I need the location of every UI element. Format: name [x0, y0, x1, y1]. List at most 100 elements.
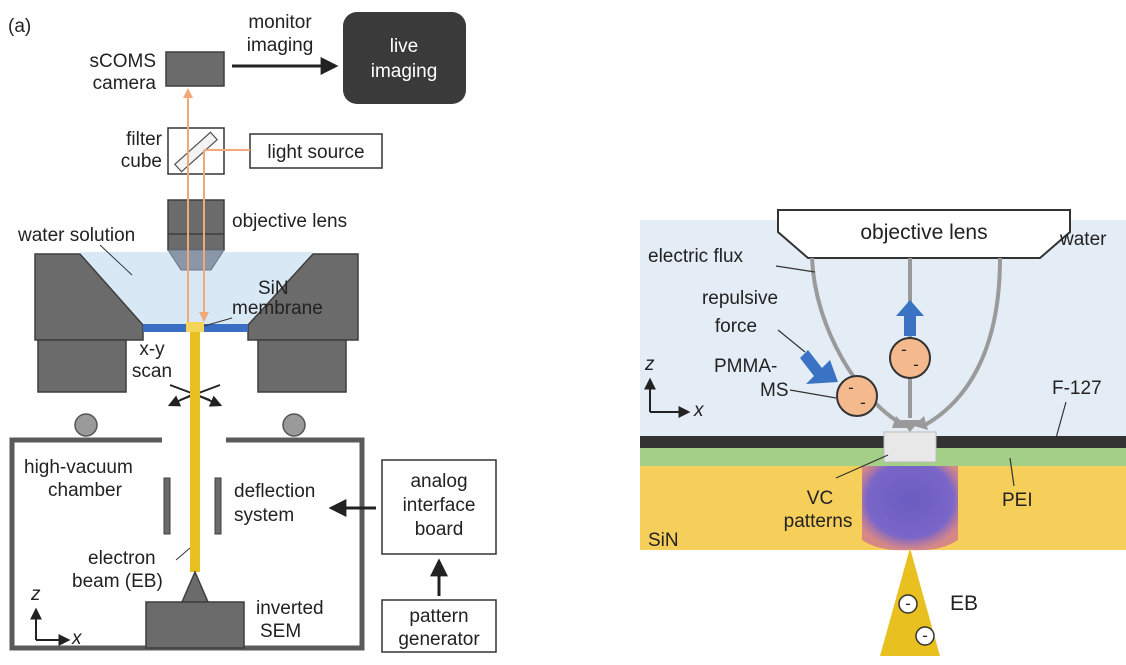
- electron-2-charge: -: [922, 626, 928, 645]
- analog-board-1: analog: [410, 471, 467, 492]
- electron-2: [915, 626, 935, 646]
- left-foot: [74, 413, 98, 437]
- vc-patterns-label-2: patterns: [784, 511, 853, 532]
- live-imaging-1: live: [390, 36, 419, 57]
- upward-force-arrow: [896, 300, 924, 336]
- electric-flux-pointer: [775, 265, 816, 273]
- pattern-generator-box: [381, 599, 497, 653]
- flux-arrowhead-left: [892, 416, 908, 428]
- electron-1: [898, 594, 918, 614]
- f127-label: F-127: [1052, 378, 1102, 399]
- electron-beam: [190, 332, 200, 572]
- eb-label: EB: [950, 592, 978, 615]
- repulsive-force-label-2: force: [715, 316, 757, 337]
- flux-arrowhead-right: [914, 416, 928, 430]
- vc-patterns-label-1: VC: [807, 488, 833, 509]
- particle-lower-charge-2: -: [860, 393, 866, 412]
- axis-x-label: x: [71, 628, 83, 649]
- water-solution: [80, 252, 313, 325]
- chamber-label-2: chamber: [48, 480, 123, 501]
- right-foot: [282, 413, 306, 437]
- repulsive-force-arrow: [800, 350, 838, 384]
- vc-patterns-pointer: [835, 454, 889, 479]
- panel-a-label: (a): [8, 16, 31, 37]
- electron-1-charge: -: [905, 594, 911, 613]
- monitor-label-1: monitor: [248, 12, 312, 33]
- axis-z-label-b: z: [644, 354, 655, 375]
- deflection-plate-right: [214, 477, 222, 535]
- particle-lower-charge-1: -: [848, 378, 854, 397]
- live-imaging-2: imaging: [371, 61, 438, 82]
- sin-membrane-label-2: membrane: [232, 298, 323, 319]
- repulsive-force-label-1: repulsive: [702, 288, 778, 309]
- particle-upper-charge-1: -: [901, 340, 907, 359]
- pmma-ms-label-1: PMMA-: [714, 356, 777, 377]
- particle-upper: [889, 337, 931, 379]
- sin-membrane-label-1: SiN: [258, 278, 289, 299]
- vc-patterns: [862, 466, 958, 551]
- water-solution-pointer: [99, 244, 133, 276]
- light-source-label: light source: [267, 142, 364, 163]
- f127-pointer: [1055, 401, 1067, 439]
- pei-label: PEI: [1002, 490, 1033, 511]
- pei-pointer: [1009, 457, 1015, 487]
- electric-flux-label: electric flux: [648, 246, 744, 267]
- pattern-generator-1: pattern: [409, 606, 468, 627]
- electron-beam-label-1: electron: [88, 548, 156, 569]
- camera-label-2: camera: [93, 73, 157, 94]
- sin-membrane-pointer: [203, 317, 233, 327]
- f127-layer: [640, 436, 1126, 448]
- inverted-sem-label-2: SEM: [260, 621, 301, 642]
- xy-scan-label-1: x-y: [139, 339, 165, 360]
- deflection-label-2: system: [234, 505, 294, 526]
- panel-a: (a) sCOMS camera monitor imaging live im…: [8, 12, 497, 653]
- flux-arrowhead: [900, 420, 920, 432]
- membrane-spot: [186, 322, 204, 332]
- filter-label-2: cube: [121, 151, 162, 172]
- sin-label: SiN: [648, 530, 679, 551]
- flux-line-left: [810, 257, 905, 427]
- objective-lens-label-b: objective lens: [860, 221, 987, 244]
- camera-box: [165, 51, 225, 87]
- objective-lens-label: objective lens: [232, 211, 347, 232]
- analog-board-2: interface: [403, 495, 476, 516]
- xy-scan-label-2: scan: [132, 361, 172, 382]
- objective-lens-shape: [777, 209, 1071, 259]
- monitor-label-2: imaging: [247, 35, 314, 56]
- left-block-base: [37, 339, 127, 393]
- pattern-generator-2: generator: [398, 629, 480, 650]
- water-solution-label: water solution: [17, 225, 135, 246]
- flux-line-right: [924, 257, 1002, 427]
- analog-board-box: [381, 459, 497, 555]
- panel-b: objective lens water electric flux repul…: [640, 209, 1126, 656]
- analog-board-3: board: [415, 519, 464, 540]
- camera-label-1: sCOMS: [90, 51, 157, 72]
- pmma-ms-pointer: [789, 389, 837, 399]
- filter-label-1: filter: [126, 129, 163, 150]
- inverted-sem: [145, 601, 245, 649]
- electron-beam-label-2: beam (EB): [72, 571, 163, 592]
- deflection-label-1: deflection: [234, 481, 315, 502]
- right-block-base: [257, 339, 347, 393]
- deflection-plate-left: [163, 477, 171, 535]
- filter-mirror: [173, 131, 219, 173]
- objective-lens-tip: [167, 249, 225, 271]
- live-imaging-box: [343, 12, 466, 104]
- inverted-sem-label-1: inverted: [256, 598, 324, 619]
- vc-top-block: [883, 431, 937, 463]
- axis-z-label: z: [30, 584, 41, 605]
- particle-upper-charge-2: -: [913, 355, 919, 374]
- light-source-box: [249, 133, 383, 169]
- particle-lower: [836, 375, 878, 417]
- objective-lens-body: [167, 199, 225, 251]
- pmma-ms-label-2: MS: [760, 380, 789, 401]
- sem-tip: [180, 570, 210, 603]
- axis-x-label-b: x: [693, 400, 705, 421]
- repulsive-force-pointer: [777, 329, 806, 353]
- chamber-label-1: high-vacuum: [24, 457, 133, 478]
- left-block: [34, 253, 144, 341]
- electron-beam-pointer: [175, 547, 191, 561]
- water-label: water: [1059, 229, 1107, 250]
